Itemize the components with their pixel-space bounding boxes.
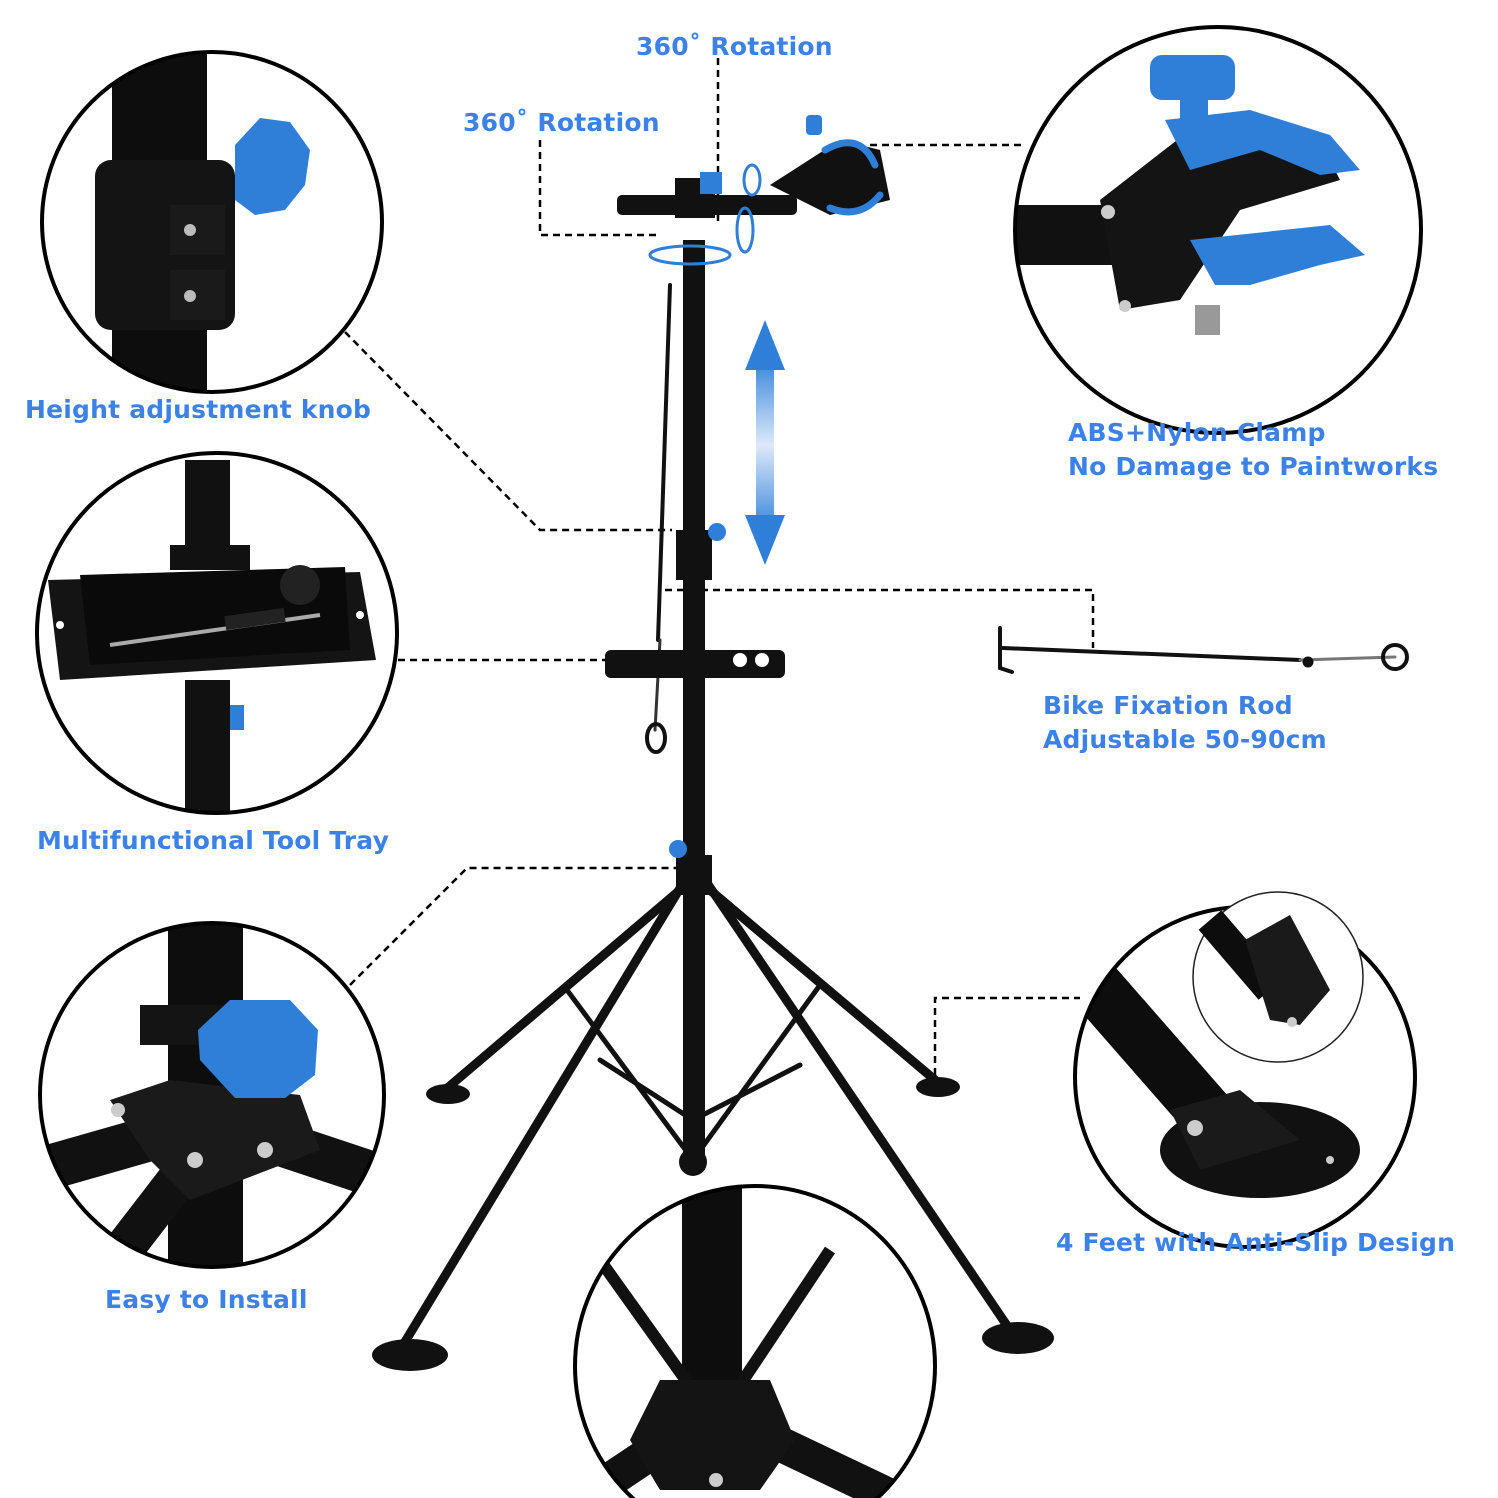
label-fixation-rod: Bike Fixation Rod Adjustable 50-90cm <box>1043 689 1327 757</box>
detail-clamp <box>1013 25 1423 435</box>
detail-feet <box>1073 891 1417 1249</box>
leader-lines <box>344 58 1095 1075</box>
label-rotation-top: 360˚ Rotation <box>636 32 833 61</box>
label-rotation-mid: 360˚ Rotation <box>463 108 660 137</box>
leader-feet <box>933 996 1080 1075</box>
detail-base <box>573 1184 937 1498</box>
leader-rotation-mid <box>538 140 660 237</box>
rotation-arrow-icon <box>648 244 732 266</box>
height-knob-icon <box>708 523 726 541</box>
label-rod-line2: Adjustable 50-90cm <box>1043 725 1327 754</box>
repair-stand <box>372 115 1054 1371</box>
up-down-arrow-icon <box>745 320 785 565</box>
label-rod-line1: Bike Fixation Rod <box>1043 691 1293 720</box>
detail-tool-tray <box>35 451 399 815</box>
label-feet: 4 Feet with Anti-Slip Design <box>1056 1228 1456 1257</box>
blue-knob-icon <box>235 118 310 215</box>
leader-height <box>344 331 672 532</box>
detail-install <box>38 921 386 1269</box>
label-install: Easy to Install <box>105 1285 308 1314</box>
fixation-rod-image <box>998 626 1409 674</box>
label-tool-tray: Multifunctional Tool Tray <box>37 826 390 855</box>
label-clamp-line1: ABS+Nylon Clamp <box>1068 418 1326 447</box>
blue-knob-icon <box>198 1000 318 1098</box>
detail-height-knob <box>40 50 384 394</box>
label-clamp: ABS+Nylon Clamp No Damage to Paintworks <box>1068 416 1438 484</box>
label-clamp-line2: No Damage to Paintworks <box>1068 452 1439 481</box>
leader-rod <box>665 588 1095 648</box>
label-height-knob: Height adjustment knob <box>25 395 372 424</box>
